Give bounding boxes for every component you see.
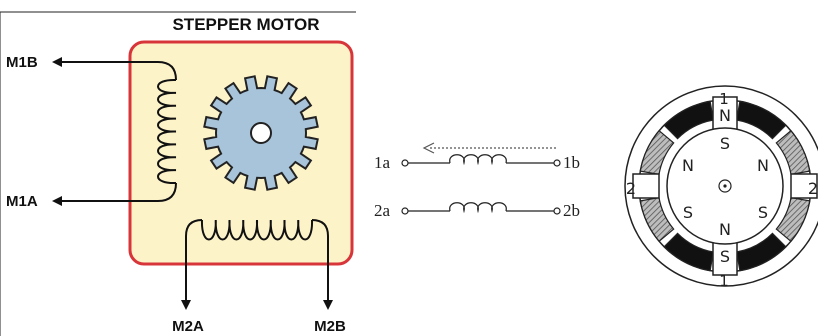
stator-block-left-upper (639, 129, 675, 176)
top-pole-inner-letter: S (720, 134, 730, 153)
rotor-upper-right-letter: N (757, 156, 769, 175)
coil-1-wire-bottom (60, 182, 177, 202)
terminal-2b (553, 207, 561, 215)
stator-rotor-diagram: 1 1 2 2 N S N S N N S S (624, 85, 818, 290)
coil1-symbol (449, 154, 507, 166)
rotor-center-dot (723, 184, 727, 188)
label-m2b: M2B (314, 318, 346, 335)
coil-schematic: 1a 1b 2a 2b (374, 142, 580, 220)
stepper-motor-diagram: STEPPER MOTOR M1B M1A M2A M2B (0, 11, 356, 336)
rotor-gear (203, 75, 319, 191)
pole-right (790, 173, 818, 199)
bottom-pole-outer-letter: S (720, 247, 730, 266)
label-2a: 2a (374, 201, 391, 220)
coil-1-wire (60, 61, 177, 81)
bottom-pole-inner-letter: N (719, 220, 731, 239)
direction-arrowhead (422, 142, 435, 154)
rotor-lower-left-letter: S (683, 203, 693, 222)
coil-2: M2A M2B (172, 219, 346, 335)
stator-number-bottom: 1 (719, 272, 729, 290)
coil-2-wire-left (185, 219, 203, 304)
label-m2a: M2A (172, 318, 204, 335)
label-m1a: M1A (6, 193, 38, 210)
stator-number-left: 2 (626, 179, 636, 198)
coil-2-wire-right (311, 219, 329, 304)
coil-1: M1B M1A (6, 54, 177, 210)
stator-number-right: 2 (808, 179, 818, 198)
terminal-1b (553, 159, 561, 167)
rotor-upper-left-letter: N (682, 156, 694, 175)
terminal-2a (401, 207, 409, 215)
stator-block-top-right (735, 100, 787, 140)
stator-number-top: 1 (719, 90, 729, 108)
stator-block-right-lower (775, 196, 811, 243)
coil-1-windings (157, 78, 177, 185)
rotor-lower-right-letter: S (758, 203, 768, 222)
top-pole-outer-letter: N (719, 106, 731, 125)
coil-2-windings (200, 219, 314, 241)
rotor-shaft (250, 122, 272, 144)
coil2-symbol (449, 202, 507, 214)
label-m1b: M1B (6, 54, 38, 71)
pole-left (632, 173, 660, 199)
label-2b: 2b (563, 201, 580, 220)
label-1b: 1b (563, 153, 580, 172)
terminal-1a (401, 159, 409, 167)
stator-block-bottom-left (663, 232, 715, 272)
label-1a: 1a (374, 153, 391, 172)
diagram-title: STEPPER MOTOR (172, 15, 319, 34)
